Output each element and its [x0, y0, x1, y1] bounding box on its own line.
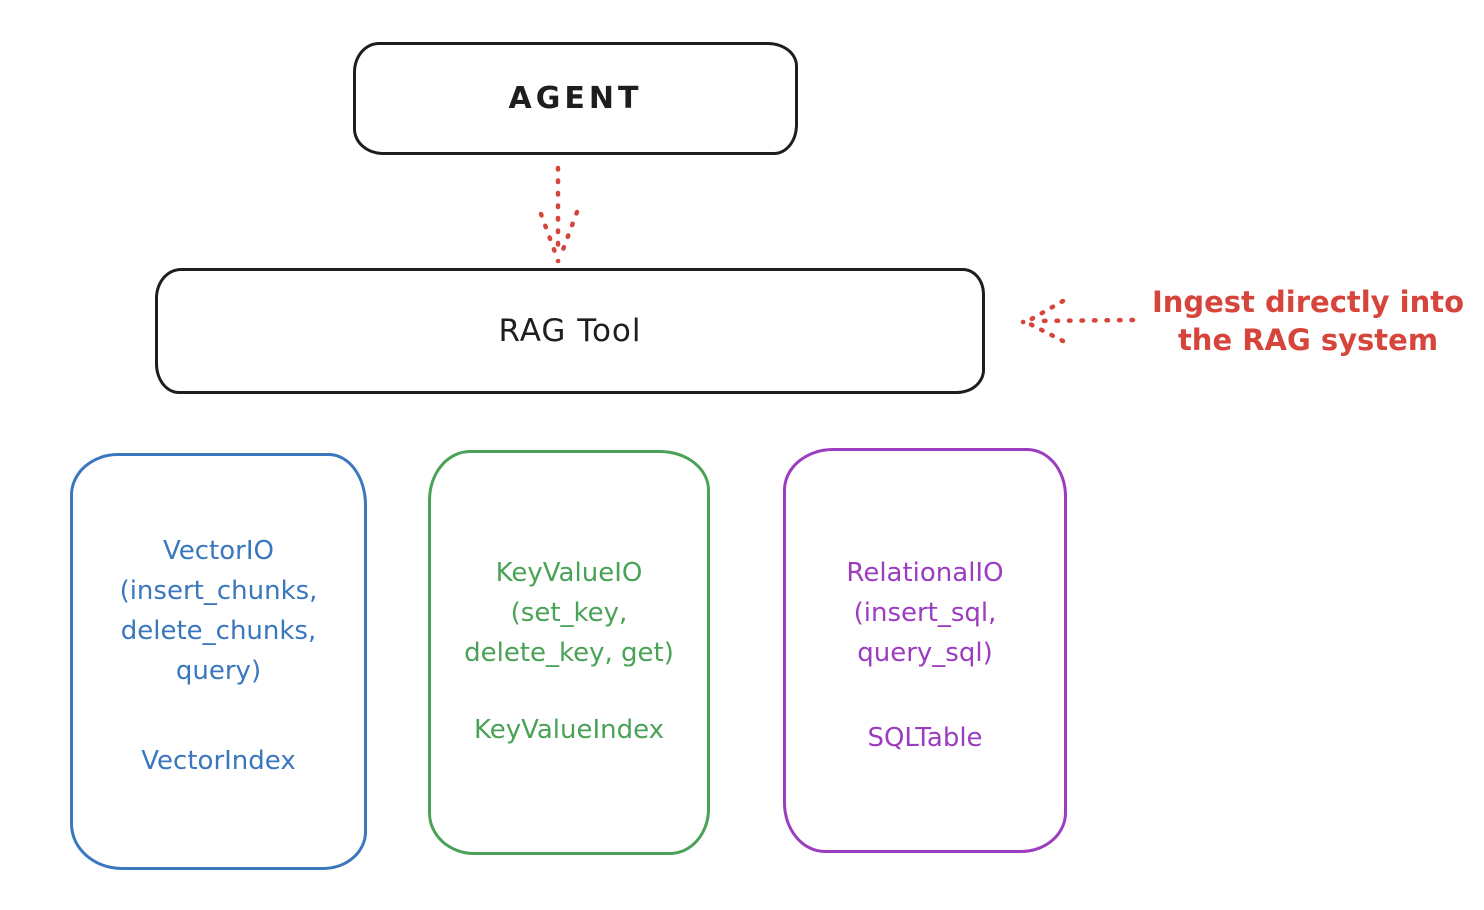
vector-index-label: VectorIndex — [141, 746, 296, 776]
agent-to-ragtool-arrow — [538, 165, 580, 264]
vector-io-line: query) — [175, 656, 262, 686]
relational-io-box: RelationalIO (insert_sql, query_sql) SQL… — [783, 448, 1067, 853]
rag-tool-box: RAG Tool — [155, 268, 985, 394]
ingest-annotation-line1: Ingest directly into — [1151, 285, 1465, 319]
ingest-annotation-line2: the RAG system — [1177, 323, 1439, 357]
sql-table-label: SQLTable — [867, 723, 983, 753]
agent-box: AGENT — [353, 42, 798, 155]
keyvalue-index-label: KeyValueIndex — [473, 715, 665, 745]
agent-label: AGENT — [508, 81, 643, 116]
vector-io-line: (insert_chunks, — [119, 576, 318, 606]
keyvalue-io-text: KeyValueIO (set_key, delete_key, get) — [431, 553, 707, 673]
keyvalue-io-box: KeyValueIO (set_key, delete_key, get) Ke… — [428, 450, 710, 855]
ingest-arrow — [1020, 298, 1136, 344]
vector-io-line: VectorIO — [163, 536, 274, 566]
keyvalue-io-line: KeyValueIO — [495, 558, 643, 588]
relational-io-line: RelationalIO — [846, 558, 1004, 588]
relational-io-text: RelationalIO (insert_sql, query_sql) — [786, 553, 1064, 673]
relational-io-line: (insert_sql, — [853, 598, 997, 628]
vector-io-text: VectorIO (insert_chunks, delete_chunks, … — [73, 531, 364, 691]
vector-io-line: delete_chunks, — [120, 616, 317, 646]
keyvalue-io-line: (set_key, — [510, 598, 628, 628]
relational-io-line: query_sql) — [857, 638, 993, 668]
keyvalue-io-line: delete_key, get) — [464, 638, 674, 668]
ingest-annotation: Ingest directly into the RAG system — [1138, 283, 1478, 359]
vector-io-box: VectorIO (insert_chunks, delete_chunks, … — [70, 453, 367, 870]
rag-tool-label: RAG Tool — [498, 313, 642, 349]
